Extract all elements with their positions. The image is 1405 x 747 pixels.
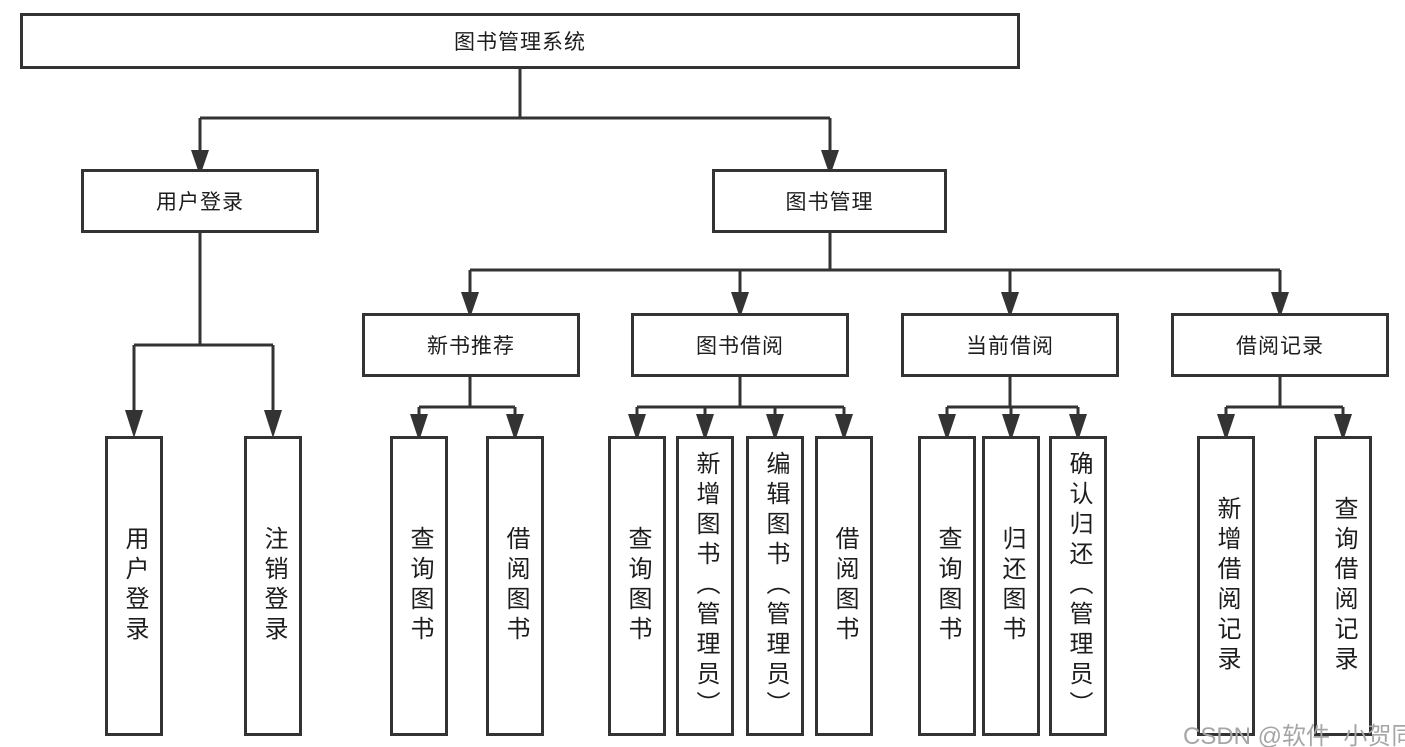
leaf-query-books-borrow: 查询图书 <box>608 436 666 736</box>
connector-borrow-records-to-leaves <box>1217 377 1352 441</box>
connector-book-management-to-level3 <box>461 233 1289 318</box>
node-user-login: 用户登录 <box>81 169 319 233</box>
leaf-return-book: 归还图书 <box>982 436 1040 736</box>
leaf-query-books-recommend: 查询图书 <box>390 436 448 736</box>
leaf-borrow-books: 借阅图书 <box>815 436 873 736</box>
connector-root-to-level2 <box>191 69 839 176</box>
leaf-query-books-current: 查询图书 <box>918 436 976 736</box>
node-borrow-records: 借阅记录 <box>1171 313 1389 377</box>
connector-current-borrow-to-leaves <box>938 377 1087 441</box>
leaf-user-login: 用户登录 <box>105 436 163 736</box>
connector-new-book-recommend-to-leaves <box>410 377 524 441</box>
leaf-add-borrow-record: 新增借阅记录 <box>1197 436 1255 736</box>
leaf-add-book-admin: 新增图书（管理员） <box>676 436 734 736</box>
connector-user-login-to-leaves <box>125 233 282 438</box>
csdn-watermark: CSDN @软件_小贺同学 <box>1183 723 1405 747</box>
node-root-library-management-system: 图书管理系统 <box>20 13 1020 69</box>
connector-book-borrow-to-leaves <box>628 377 853 441</box>
leaf-borrow-books-recommend: 借阅图书 <box>486 436 544 736</box>
leaf-confirm-return-admin: 确认归还（管理员） <box>1049 436 1107 736</box>
node-new-book-recommend: 新书推荐 <box>362 313 580 377</box>
node-current-borrow: 当前借阅 <box>901 313 1119 377</box>
leaf-edit-book-admin: 编辑图书（管理员） <box>746 436 804 736</box>
node-book-management: 图书管理 <box>712 169 947 233</box>
leaf-query-borrow-record: 查询借阅记录 <box>1314 436 1372 736</box>
leaf-logout: 注销登录 <box>244 436 302 736</box>
node-book-borrow: 图书借阅 <box>631 313 849 377</box>
